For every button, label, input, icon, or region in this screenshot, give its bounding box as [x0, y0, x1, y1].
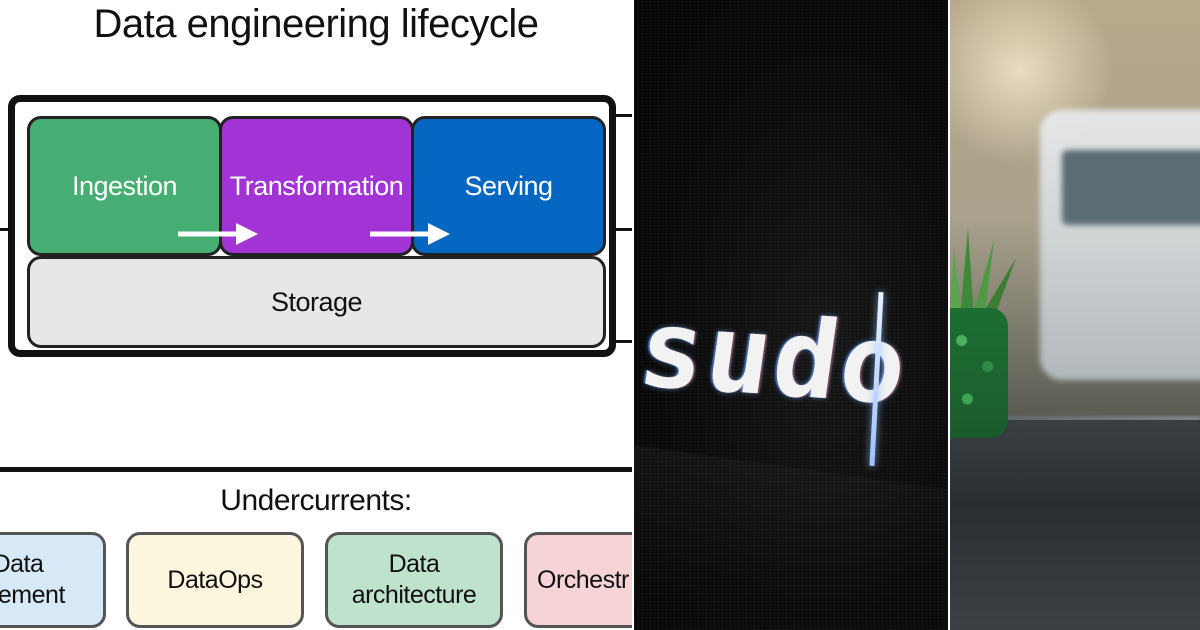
plant-pot	[950, 308, 1008, 438]
undercurrent-data-management-label: Data agement	[0, 550, 65, 609]
plant-leaves-icon	[950, 218, 1030, 318]
frame-connector-right-top	[614, 114, 632, 117]
undercurrent-dataops: DataOps	[126, 532, 304, 628]
frame-connector-left	[0, 228, 10, 231]
diagram-title: Data engineering lifecycle	[93, 2, 539, 46]
lifecycle-diagram-panel: Data engineering lifecycle Ingestion Tra…	[0, 0, 632, 630]
storage-label: Storage	[270, 286, 363, 317]
undercurrent-data-architecture: Data architecture	[325, 532, 503, 628]
frame-connector-right-mid	[614, 228, 632, 231]
undercurrents-heading: Undercurrents:	[220, 484, 412, 517]
stage-transformation-label: Transformation	[229, 171, 404, 201]
stage-ingestion-label: Ingestion	[71, 171, 178, 201]
lifecycle-frame	[8, 95, 616, 357]
terminal-photo-panel: sudo	[634, 0, 948, 630]
undercurrent-data-management: Data agement	[0, 532, 106, 628]
flow-arrow-right-icon	[370, 221, 452, 245]
storage-layer: Storage	[27, 256, 606, 348]
frame-connector-right-bottom	[614, 340, 632, 343]
stage-serving-label: Serving	[464, 171, 553, 201]
undercurrent-orchestration-label: Orchestr	[537, 565, 629, 594]
photo-vehicle-window	[1062, 150, 1200, 225]
undercurrent-orchestration: Orchestr	[524, 532, 632, 628]
undercurrent-data-architecture-label: Data architecture	[351, 550, 477, 609]
flow-arrow-right-icon	[178, 221, 260, 245]
window-photo-panel	[950, 0, 1200, 630]
undercurrent-dataops-label: DataOps	[167, 565, 263, 594]
photo-windowsill	[950, 420, 1200, 630]
undercurrents-divider	[0, 467, 632, 472]
